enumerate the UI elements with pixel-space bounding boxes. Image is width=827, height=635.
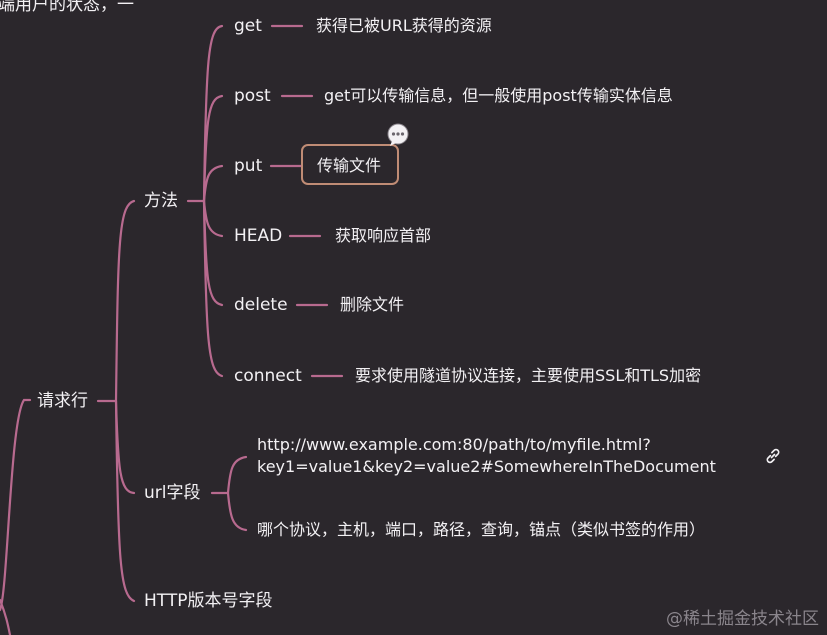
branch-to-head [202,199,224,238]
node-url-example-line1[interactable]: http://www.example.com:80/path/to/myfile… [257,435,651,454]
branch-to-url-example [226,455,248,495]
node-get[interactable]: get [234,16,262,36]
branch-to-get [202,24,224,203]
node-head-desc[interactable]: 获取响应首部 [335,226,432,245]
branch-to-url-field [114,399,136,495]
branch-to-post [202,94,224,203]
node-post-desc[interactable]: get可以传输信息，但一般使用post传输实体信息 [324,86,673,105]
watermark-text: @稀土掘金技术社区 [666,609,819,629]
link-icon[interactable] [764,447,782,465]
node-url-example-line2[interactable]: key1=value1&key2=value2#SomewhereInTheDo… [257,457,716,476]
branch-to-put [202,164,224,203]
node-url-field[interactable]: url字段 [144,483,201,503]
node-connect-desc[interactable]: 要求使用隧道协议连接，主要使用SSL和TLS加密 [355,366,702,385]
node-post[interactable]: post [234,86,271,106]
branch-root-to-request-line [0,398,32,612]
node-get-desc[interactable]: 获得已被URL获得的资源 [316,16,492,35]
node-http-version[interactable]: HTTP版本号字段 [144,591,273,611]
branch-to-url-parts [226,491,248,532]
node-url-parts[interactable]: 哪个协议，主机，端口，路径，查询，锚点（类似书签的作用） [257,520,706,539]
branch-to-http-version [114,399,136,603]
node-delete[interactable]: delete [234,295,288,315]
node-request-line[interactable]: 请求行 [37,391,88,411]
branch-to-connect [202,199,224,378]
branch-to-method [114,199,136,403]
node-delete-desc[interactable]: 删除文件 [340,295,405,314]
node-put-desc[interactable]: 传输文件 [317,156,382,175]
node-method[interactable]: 方法 [144,191,178,211]
node-connect[interactable]: connect [234,366,302,386]
node-put[interactable]: put [234,156,263,176]
node-head[interactable]: HEAD [234,226,283,246]
top-fragment-text: 端用户的状态，一 [0,0,134,15]
branch-root-down [0,598,12,635]
comment-icon[interactable] [386,123,410,147]
selected-node-outline[interactable] [301,144,399,185]
